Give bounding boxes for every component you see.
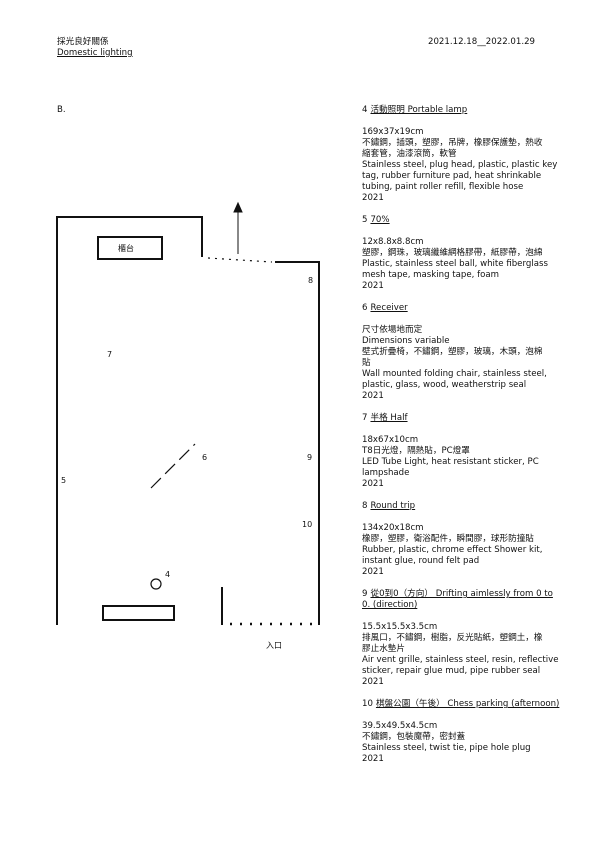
entry-materials-en: Plastic, stainless steel ball, white fib…	[362, 259, 548, 269]
header-title-en: Domestic lighting	[57, 48, 133, 58]
entry-materials-en: Air vent grille, stainless steel, resin,…	[362, 655, 559, 665]
entry-materials-en: Wall mounted folding chair, stainless st…	[362, 369, 547, 379]
entry-materials-en: sticker, repair glue mud, pipe rubber se…	[362, 666, 541, 676]
plan-dash-top	[207, 257, 273, 263]
plan-lamp-dashes	[150, 443, 196, 489]
entry-dimensions: 尺寸依場地而定	[362, 325, 423, 335]
entry-materials-zh: 膠止水墊片	[362, 644, 405, 654]
plan-wall-left-top	[56, 216, 203, 625]
entry-materials-zh: 縮套管，油漆滾筒，軟管	[362, 149, 457, 159]
entry-materials-zh: 不鏽鋼，插頭，塑膠，吊牌，橡膠保護墊，熱收	[362, 138, 543, 148]
entry-dimensions: 134x20x18cm	[362, 523, 424, 533]
plan-marker-6: 6	[202, 453, 207, 462]
entry-materials-en: lampshade	[362, 468, 410, 478]
header-title-block: 採光良好關係 Domestic lighting	[57, 37, 257, 59]
entry-dimensions-en: Dimensions variable	[362, 336, 450, 346]
plan-marker-4: 4	[165, 570, 170, 579]
entry-materials-zh: 排風口，不鏽鋼，樹脂，反光貼紙，塑鋼土，橡	[362, 633, 543, 643]
entry-materials-en: plastic, glass, wood, weatherstrip seal	[362, 380, 527, 390]
plan-circle-marker	[150, 578, 162, 590]
plan-marker-7: 7	[107, 350, 112, 359]
section-letter: B.	[57, 105, 66, 115]
header-title-zh: 採光良好關係	[57, 37, 109, 47]
entry-year: 2021	[362, 479, 384, 489]
plan-counter	[97, 236, 163, 260]
entry-dimensions: 12x8.8x8.8cm	[362, 237, 424, 247]
entry-year: 2021	[362, 677, 384, 687]
plan-entrance-label: 入口	[266, 641, 282, 650]
entry-materials-en: tag, rubber furniture pad, heat shrinkab…	[362, 171, 542, 181]
entry-dimensions: 169x37x19cm	[362, 127, 424, 137]
plan-bottom-bar	[102, 605, 175, 621]
entry-materials-zh: 貼	[362, 358, 371, 368]
entry-year: 2021	[362, 567, 384, 577]
entry-materials-en: instant glue, round felt pad	[362, 556, 480, 566]
entry-materials-en: Rubber, plastic, chrome effect Shower ki…	[362, 545, 543, 555]
plan-marker-5: 5	[61, 476, 66, 485]
entry-materials-zh: 塑膠，鋼珠，玻璃纖維網格膠帶，紙膠帶，泡綿	[362, 248, 543, 258]
entry-materials-en: Stainless steel, plug head, plastic, pla…	[362, 160, 558, 170]
entry-materials-zh: 壁式折疊椅，不鏽鋼，塑膠，玻璃，木頭，泡棉	[362, 347, 543, 357]
entry-year: 2021	[362, 391, 384, 401]
plan-marker-10: 10	[302, 520, 312, 529]
entry-materials-en: tubing, paint roller refill, flexible ho…	[362, 182, 524, 192]
plan-marker-8: 8	[308, 276, 313, 285]
entry-dimensions: 15.5x15.5x3.5cm	[362, 622, 438, 632]
entry-materials-en: Stainless steel, twist tie, pipe hole pl…	[362, 743, 531, 753]
entry-materials-en: mesh tape, masking tape, foam	[362, 270, 500, 280]
entry-year: 2021	[362, 193, 384, 203]
plan-wall-right	[275, 261, 320, 625]
entry-materials-zh: 橡膠，塑膠，衛浴配件，瞬間膠，球形防撞貼	[362, 534, 534, 544]
header-date: 2021.12.18__2022.01.29	[428, 37, 536, 47]
entry-year: 2021	[362, 281, 384, 291]
plan-marker-9: 9	[307, 453, 312, 462]
entry-year: 2021	[362, 754, 384, 764]
entry-materials-zh: 不鏽鋼，包裝魔帶，密封蓋	[362, 732, 466, 742]
plan-arrow-icon	[233, 201, 243, 254]
entry-materials-zh: T8日光燈，隔熱貼，PC燈罩	[362, 446, 470, 456]
entry-dimensions: 39.5x49.5x4.5cm	[362, 721, 438, 731]
plan-counter-label: 櫃台	[118, 243, 134, 253]
entry-dimensions: 18x67x10cm	[362, 435, 419, 445]
entry-materials-en: LED Tube Light, heat resistant sticker, …	[362, 457, 539, 467]
